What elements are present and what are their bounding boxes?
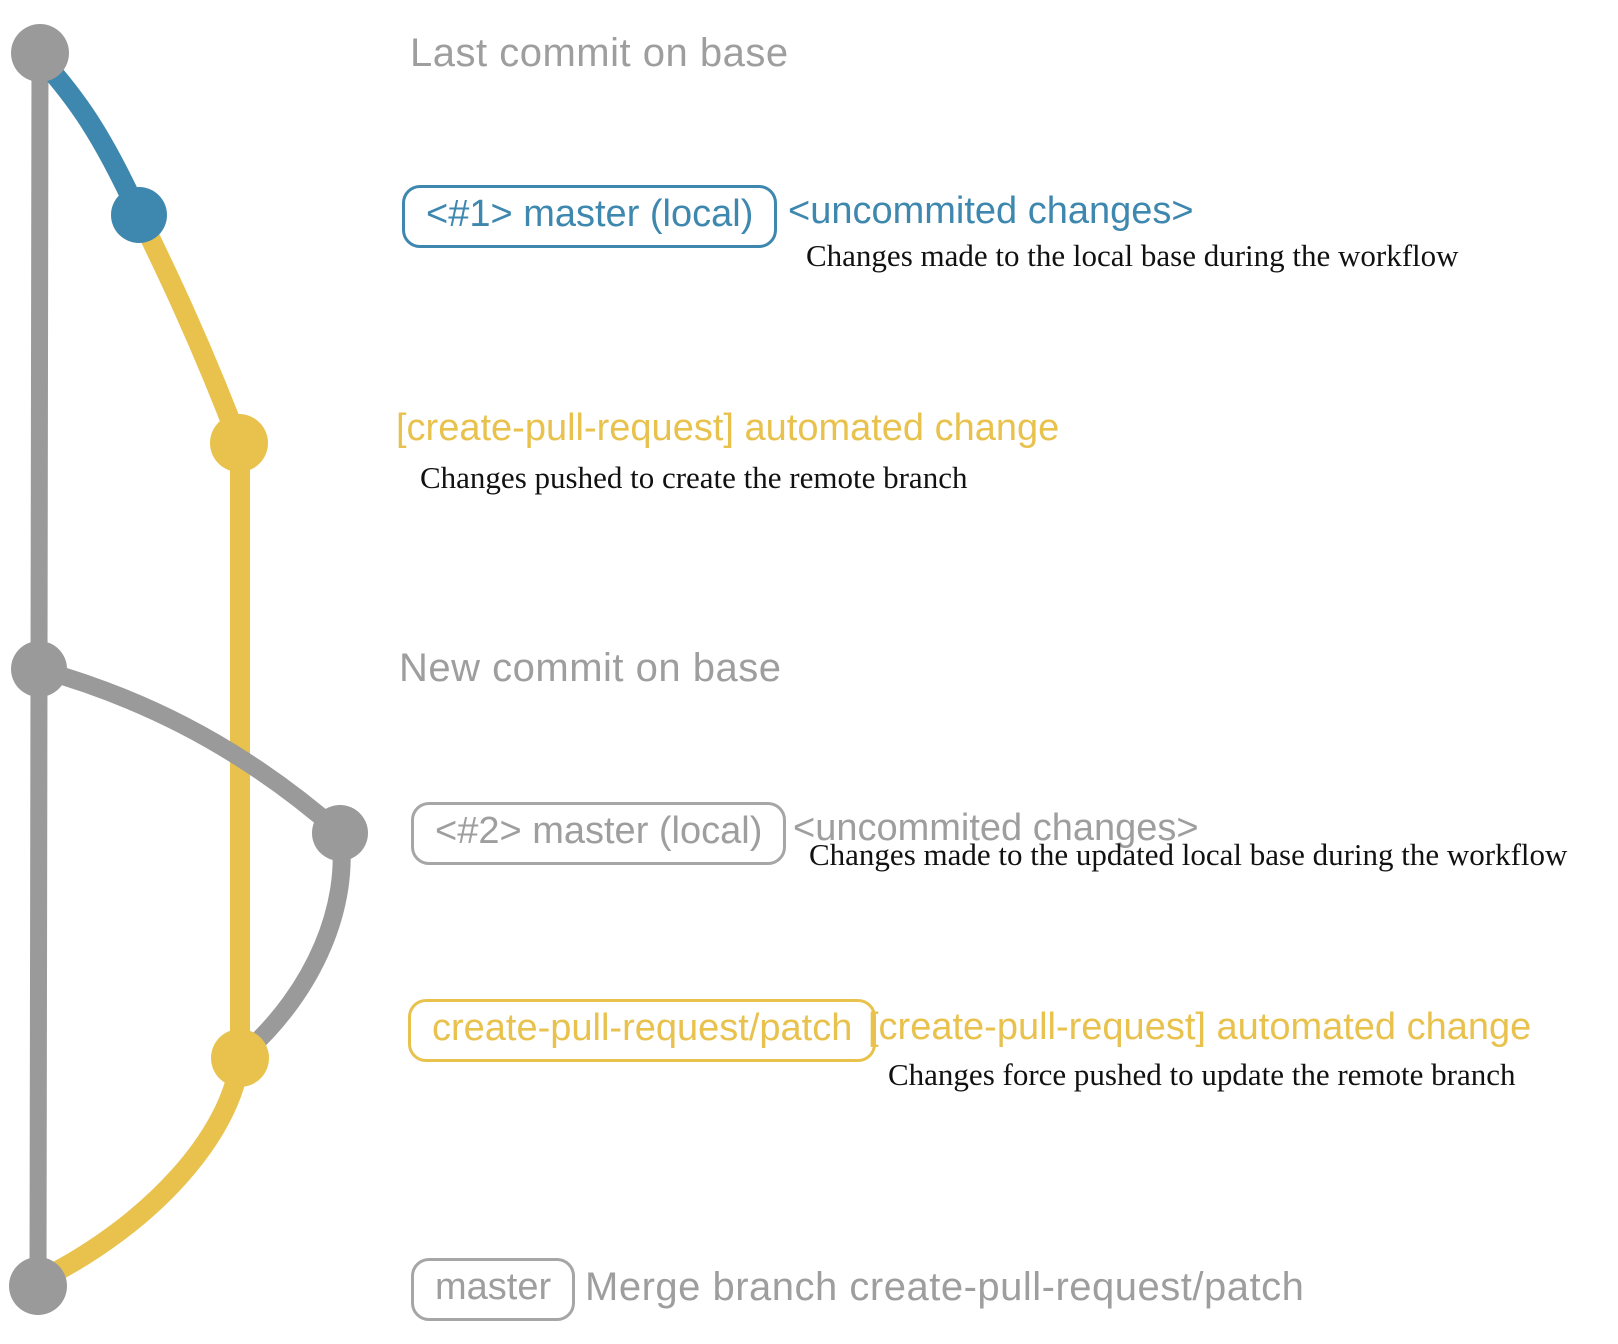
commit-dot-local-1 (111, 187, 167, 243)
commit-dot-merge (9, 1257, 67, 1315)
automated-change-desc-2: Changes force pushed to update the remot… (888, 1057, 1516, 1092)
commit-dot-new-base (11, 641, 67, 697)
branch-badge-master-local-2: <#2> master (local) (411, 802, 787, 865)
new-commit-label: New commit on base (399, 646, 782, 690)
uncommitted-changes-desc-2: Changes made to the updated local base d… (809, 837, 1568, 872)
automated-change-title-2: [create-pull-request] automated change (868, 1006, 1532, 1048)
uncommitted-changes-title-2: <uncommited changes> (793, 807, 1199, 849)
force-push-curve (237, 824, 351, 1061)
branch-badge-create-pull-request-patch: create-pull-request/patch (408, 999, 877, 1062)
push-curve-1 (129, 205, 249, 453)
uncommitted-changes-desc-1: Changes made to the local base during th… (806, 238, 1459, 273)
automated-change-desc-1: Changes pushed to create the remote bran… (420, 460, 968, 495)
commit-dot-local-2 (312, 805, 368, 861)
rebase-curve-out (30, 660, 349, 842)
commit-dot-remote-2 (211, 1029, 269, 1087)
merge-curve (32, 1048, 250, 1289)
last-commit-label: Last commit on base (410, 31, 789, 75)
branch-badge-master-local-1: <#1> master (local) (402, 185, 778, 248)
uncommitted-changes-title-1: <uncommited changes> (788, 190, 1194, 232)
automated-change-title-1: [create-pull-request] automated change (396, 407, 1060, 449)
branch-badge-master: master (411, 1258, 576, 1321)
commit-dot-last-base (11, 24, 69, 82)
merge-branch-label: Merge branch create-pull-request/patch (585, 1265, 1305, 1309)
commit-dot-remote-1 (210, 414, 268, 472)
